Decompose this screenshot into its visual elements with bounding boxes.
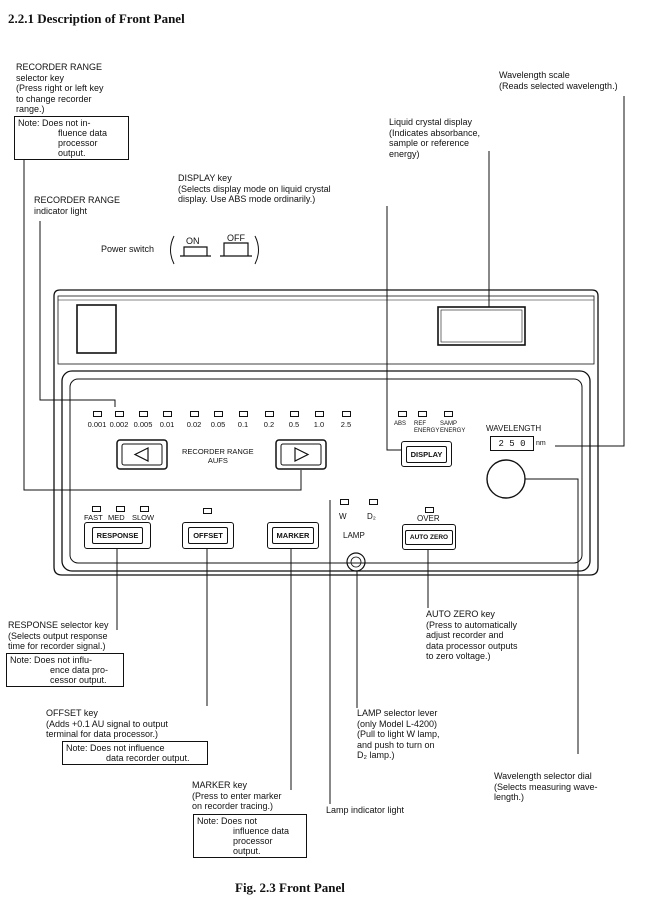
leader-wavelength-scale <box>555 96 625 447</box>
figure-caption: Fig. 2.3 Front Panel <box>235 880 345 895</box>
offset-button[interactable]: OFFSET <box>182 522 234 549</box>
lamp-d2-label: D₂ <box>367 512 376 521</box>
display-mode-label: ABS <box>394 421 407 427</box>
recorder-range-indicator-light <box>342 411 351 417</box>
callout-lamp-selector: LAMP selector lever (only Model L-4200) … <box>357 708 440 760</box>
callout-range-selector: RECORDER RANGE selector key (Press right… <box>16 62 104 114</box>
recorder-range-indicator-light <box>139 411 148 417</box>
lamp-d2-indicator-light <box>369 499 378 505</box>
callout-response-key: RESPONSE selector key (Selects output re… <box>8 620 109 651</box>
recorder-range-value: 0.01 <box>159 420 175 429</box>
callout-wavelength-scale: Wavelength scale (Reads selected wavelen… <box>499 70 618 91</box>
response-mode-label: MED <box>108 513 125 522</box>
recorder-range-value: 2.5 <box>340 420 352 429</box>
lcd-window <box>437 306 526 346</box>
recorder-range-value: 1.0 <box>313 420 325 429</box>
recorder-range-value: 0.005 <box>133 420 153 429</box>
marker-button[interactable]: MARKER <box>267 522 319 549</box>
callout-range-indicator: RECORDER RANGE indicator light <box>34 195 121 216</box>
section-heading: 2.2.1 Description of Front Panel <box>8 11 185 26</box>
response-button[interactable]: RESPONSE <box>84 522 151 549</box>
power-switch-label: Power switch <box>101 244 155 254</box>
display-mode-label: SAMP <box>440 421 458 427</box>
display-mode-indicator-light <box>444 411 453 417</box>
recorder-range-indicator-light <box>163 411 172 417</box>
left-window <box>76 304 117 354</box>
power-off-button <box>220 242 252 257</box>
display-button[interactable]: DISPLAY <box>401 441 452 467</box>
wavelength-dial-knob <box>486 459 526 499</box>
recorder-range-indicator-light <box>239 411 248 417</box>
lower-face-inner <box>69 378 583 564</box>
range-left-key <box>116 439 168 470</box>
right-arrow-icon <box>294 447 310 462</box>
note-marker: Note: Does not influence data processor … <box>193 814 307 858</box>
display-mode-indicator-light <box>418 411 427 417</box>
lamp-w-indicator-light <box>340 499 349 505</box>
recorder-range-indicator-light <box>265 411 274 417</box>
over-indicator-light <box>425 507 434 513</box>
wavelength-unit: nm <box>536 440 546 447</box>
display-mode-label: ENERGY <box>414 428 440 434</box>
callout-wavelength-dial: Wavelength selector dial (Selects measur… <box>494 771 598 802</box>
recorder-range-value: 0.1 <box>237 420 249 429</box>
recorder-range-indicator-light <box>315 411 324 417</box>
recorder-range-value: 0.002 <box>109 420 129 429</box>
upper-band <box>57 295 595 365</box>
recorder-range-indicator-light <box>214 411 223 417</box>
recorder-range-value: 0.001 <box>87 420 107 429</box>
recorder-range-indicator-light <box>190 411 199 417</box>
range-right-key <box>275 439 327 470</box>
response-indicator-light <box>92 506 101 512</box>
leader-wavelength-dial <box>525 478 579 754</box>
over-label: OVER <box>417 514 440 523</box>
callout-offset-key: OFFSET key (Adds +0.1 AU signal to outpu… <box>46 708 168 739</box>
response-indicator-light <box>116 506 125 512</box>
callout-lamp-indicator: Lamp indicator light <box>326 805 405 815</box>
recorder-range-indicator-light <box>290 411 299 417</box>
note-response: Note: Does not influ- ence data pro- ces… <box>6 653 124 687</box>
leader-display-key <box>386 206 401 451</box>
power-on-button <box>180 246 211 257</box>
recorder-range-value: 0.2 <box>263 420 275 429</box>
left-arrow-icon <box>133 447 149 462</box>
lamp-w-label: W <box>339 512 347 521</box>
response-mode-label: SLOW <box>132 513 155 522</box>
recorder-range-indicator-light <box>115 411 124 417</box>
callout-marker-key: MARKER key (Press to enter marker on rec… <box>192 780 282 811</box>
recorder-range-value: 0.5 <box>288 420 300 429</box>
leader-range-indicator <box>39 221 116 407</box>
leader-range-selector <box>23 160 302 491</box>
lamp-label: LAMP <box>343 531 365 540</box>
callout-display-key: DISPLAY key (Selects display mode on liq… <box>178 173 331 204</box>
note-offset: Note: Does not influence data recorder o… <box>62 741 208 765</box>
wavelength-scale-readout: 2 5 0 <box>490 436 534 451</box>
recorder-range-label: RECORDER RANGE AUFS <box>182 447 254 465</box>
lower-face-outer <box>61 370 591 572</box>
note-range-selector: Note: Does not in- fluence data processo… <box>14 116 129 160</box>
wavelength-label: WAVELENGTH <box>486 424 542 433</box>
recorder-range-value: 0.02 <box>186 420 202 429</box>
display-mode-indicator-light <box>398 411 407 417</box>
response-mode-label: FAST <box>84 513 103 522</box>
power-off-label: OFF <box>227 233 245 243</box>
offset-indicator-light <box>203 508 212 514</box>
display-mode-label: ENERGY <box>440 428 466 434</box>
panel-housing-outline <box>53 289 599 576</box>
power-on-label: ON <box>186 236 200 246</box>
auto-zero-button[interactable]: AUTO ZERO <box>402 524 456 550</box>
callout-lcd: Liquid crystal display (Indicates absorb… <box>389 117 481 159</box>
callout-auto-zero-key: AUTO ZERO key (Press to automatically ad… <box>426 609 518 661</box>
display-mode-label: REF <box>414 421 426 427</box>
recorder-range-indicator-light <box>93 411 102 417</box>
lamp-lever-knob <box>346 552 366 572</box>
recorder-range-value: 0.05 <box>210 420 226 429</box>
response-indicator-light <box>140 506 149 512</box>
